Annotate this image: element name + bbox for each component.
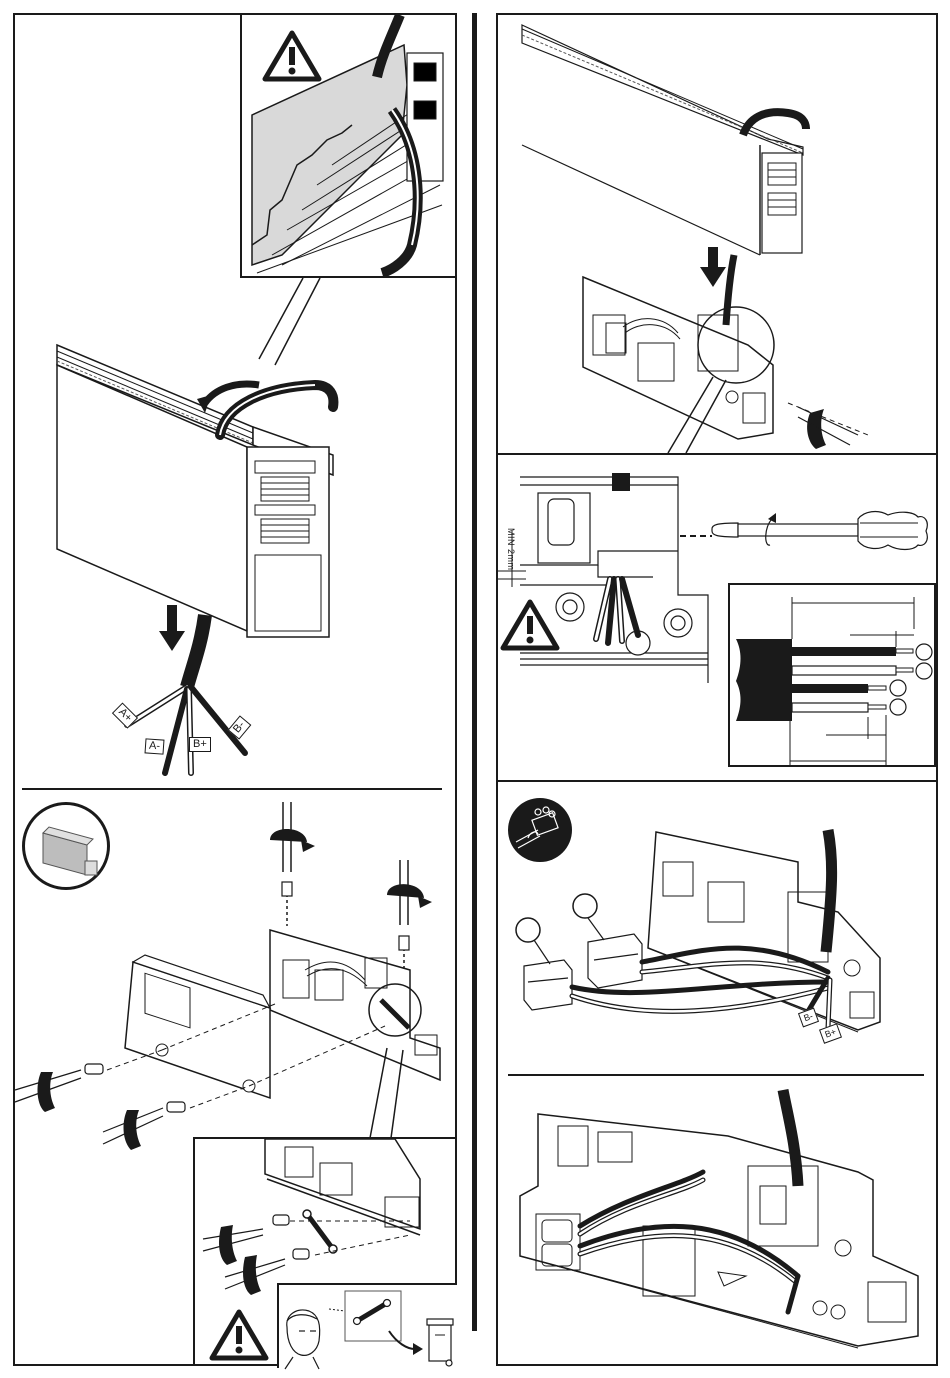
warning-triangle-icon bbox=[209, 1309, 269, 1361]
discard-bridge-to-bin-icon bbox=[279, 1285, 459, 1370]
column-divider bbox=[472, 13, 477, 1331]
step-5-illustration bbox=[498, 782, 936, 1075]
step-2-detail-inset bbox=[193, 1137, 457, 1366]
flat-screwdriver-icon bbox=[708, 507, 928, 557]
step-3-illustration bbox=[498, 15, 936, 453]
warning-triangle-icon bbox=[500, 599, 560, 651]
step-1-detail-inset bbox=[240, 13, 457, 278]
step-3-panel bbox=[498, 15, 936, 453]
step-6-illustration bbox=[498, 1076, 936, 1364]
step-6-panel bbox=[498, 1076, 936, 1364]
wire-label-b-plus: B+ bbox=[189, 737, 211, 752]
warning-triangle-icon bbox=[262, 30, 322, 82]
step-4-panel: MIN 2mm bbox=[498, 455, 936, 780]
discard-bridge-note bbox=[277, 1283, 457, 1368]
min-clearance-label: MIN 2mm bbox=[506, 528, 516, 571]
strip-length-diagram bbox=[728, 583, 936, 767]
wire-label-a-minus: A- bbox=[144, 738, 164, 754]
strip-length-illustration bbox=[730, 585, 938, 769]
step-5-panel: B- B+ bbox=[498, 782, 936, 1075]
